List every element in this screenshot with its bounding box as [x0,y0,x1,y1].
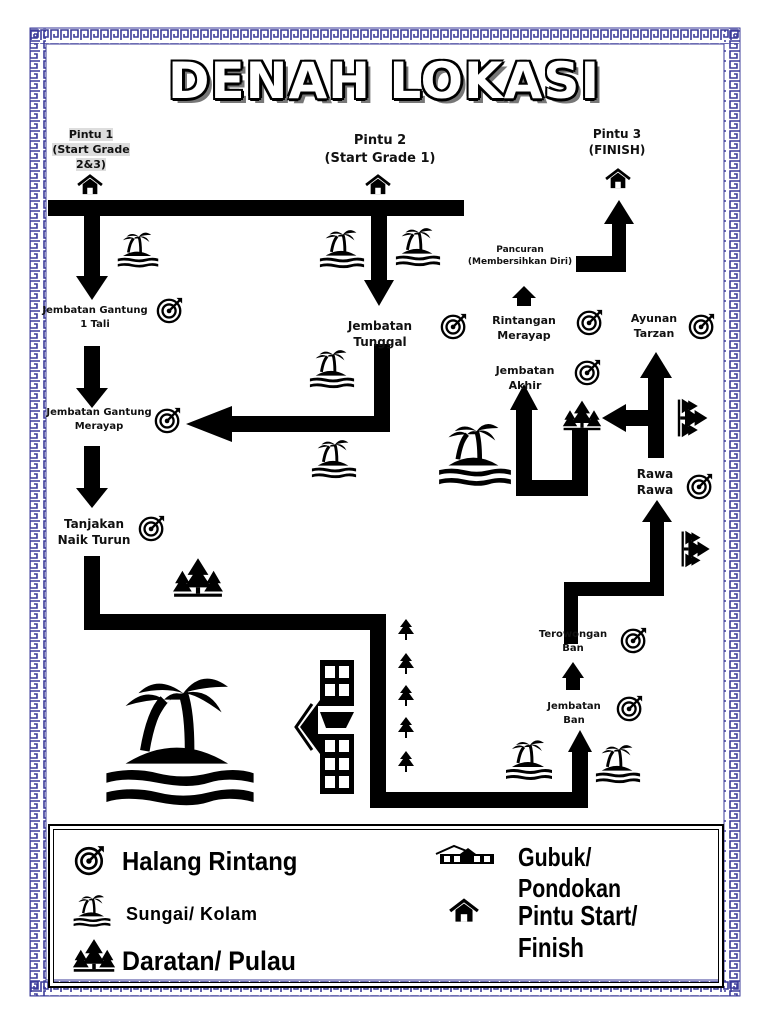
hut-icon [294,660,356,794]
target-icon [154,406,182,434]
island-river-icon [308,348,356,390]
island-river-icon [594,743,642,785]
target-icon [74,844,106,876]
station-jembatan-gantung-1: Jembatan Gantung 1 Tali [40,304,150,331]
station-line: Terowongan [538,629,608,640]
island-river-icon [394,226,442,268]
house-icon [76,174,104,196]
station-jembatan-tunggal: Jembatan Tunggal [347,319,413,350]
island-river-icon [439,424,511,486]
target-icon [138,514,166,542]
target-icon [576,308,604,336]
gate-2-sub: (Start Grade 1) [324,150,436,166]
pine-trees-icon [72,939,116,972]
gate-1-sub2: 2&3) [76,157,106,171]
legend-icons [72,844,494,972]
gate-1-label: Pintu 1 (Start Grade 2&3) [48,128,134,173]
legend-hut-label: Gubuk/ Pondokan [518,842,622,903]
station-line: Rawa [636,467,674,481]
station-tanjakan: Tanjakan Naik Turun [52,516,136,548]
legend: Halang Rintang Sungai/ Kolam Daratan/ Pu… [48,824,724,988]
house-icon [364,174,392,196]
station-jembatan-gantung-merayap: Jembatan Gantung Merayap [44,406,154,433]
island-river-icon [310,438,358,480]
station-jembatan-akhir: Jembatan Akhir [495,364,555,392]
target-icon [574,358,602,386]
station-line: Jembatan Gantung [46,407,152,418]
gate-1-sub1: (Start Grade [52,142,130,156]
station-jembatan-ban: Jembatan Ban [536,700,612,727]
station-line: Pancuran [496,245,544,255]
gate-3-label: Pintu 3 (FINISH) [572,126,662,158]
station-terowongan-ban: Terowongan Ban [528,628,618,655]
gate-2-title: Pintu 2 [353,133,407,148]
pine-tree-icon [398,653,414,674]
station-line: Ban [563,714,585,726]
house-icon [604,168,632,190]
page-title: DENAH LOKASI [167,52,601,110]
pine-tree-icon [398,685,414,706]
legend-river-label: Sungai/ Kolam [126,904,258,924]
station-line: Merayap [74,420,124,432]
pine-trees-icon [173,558,223,597]
station-line: (Membersihkan Diri) [467,257,573,268]
gate-1-title: Pintu 1 [68,128,114,141]
gate-3-sub: (FINISH) [588,143,646,158]
target-icon [620,626,648,654]
station-line: Jembatan Gantung [42,305,148,316]
target-icon [616,694,644,722]
island-river-icon [504,738,554,782]
gate-3-title: Pintu 3 [592,127,642,141]
island-river-icon [72,893,112,928]
house-icon [448,898,480,924]
pine-trees-icon [562,400,602,431]
pine-tree-icon [398,717,414,738]
pine-tree-icon [398,751,414,772]
station-line: Ayunan [630,312,678,325]
hut-icon [435,844,494,864]
gate-2-label: Pintu 2 (Start Grade 1) [310,132,450,167]
station-line: 1 Tali [80,318,110,330]
station-line: Rawa [636,483,674,498]
station-pancuran: Pancuran (Membersihkan Diri) [460,244,580,268]
legend-obstacle-label: Halang Rintang [122,846,298,876]
target-icon [688,312,716,340]
station-line: Ban [562,642,584,654]
station-line: Tarzan [633,326,675,340]
station-ayunan-tarzan: Ayunan Tarzan [622,312,686,342]
island-river-icon [318,228,366,270]
island-river-icon [116,231,160,269]
station-rintangan-merayap: Rintangan Merayap [492,314,556,342]
island-river-icon [106,679,253,806]
target-icon [686,472,714,500]
station-line: Naik Turun [57,533,131,548]
target-icon [156,296,184,324]
station-line: Tanjakan [63,517,125,531]
legend-land-label: Daratan/ Pulau [122,946,296,976]
target-icon [440,312,468,340]
station-rawa-rawa: Rawa Rawa [624,466,686,498]
station-line: Jembatan [547,701,601,712]
legend-gate-label: Pintu Start/ Finish [518,900,638,963]
pine-tree-icon [398,619,414,640]
